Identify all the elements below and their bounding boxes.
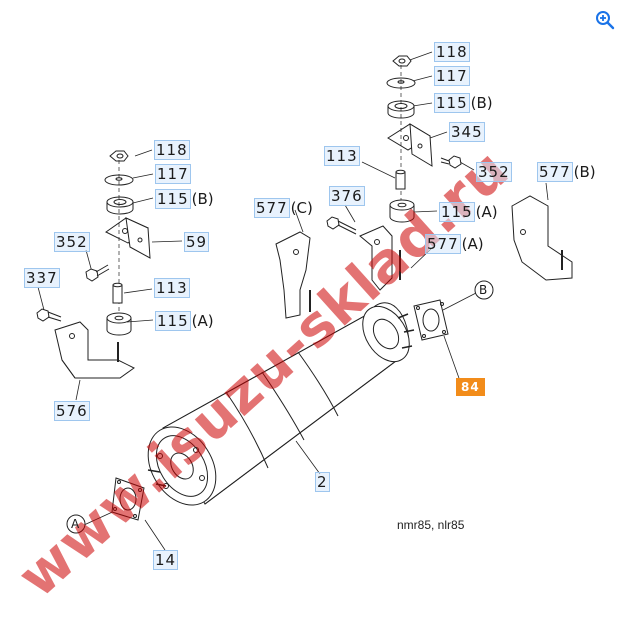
gasket-84 [413, 299, 449, 341]
callout-376[interactable]: 376 [329, 186, 365, 206]
callout-115b-lower[interactable]: 115(B) [155, 189, 214, 209]
bracket-577b [511, 195, 573, 281]
callout-118-lower[interactable]: 118 [154, 140, 190, 160]
callout-576[interactable]: 576 [54, 401, 90, 421]
model-label: nmr85, nlr85 [397, 518, 465, 532]
bracket-577c [275, 231, 311, 319]
callout-115b-upper[interactable]: 115(B) [434, 93, 493, 113]
leader-lines [37, 51, 549, 551]
left-mount-assembly [36, 150, 151, 379]
callout-14[interactable]: 14 [153, 550, 179, 570]
right-mount-assembly [326, 55, 462, 291]
marker-b: B [479, 283, 488, 297]
gasket-14 [111, 477, 145, 521]
callout-113-lower[interactable]: 113 [154, 278, 190, 298]
reference-markers [66, 280, 494, 534]
callout-577c[interactable]: 577(C) [254, 198, 313, 218]
callout-577b[interactable]: 577(B) [537, 162, 596, 182]
callout-337[interactable]: 337 [24, 268, 60, 288]
zoom-in-icon[interactable] [594, 9, 616, 31]
callout-117-upper[interactable]: 117 [434, 66, 470, 86]
callout-118-upper[interactable]: 118 [434, 42, 470, 62]
muffler-body [147, 302, 415, 506]
callout-115a-lower[interactable]: 115(A) [155, 311, 214, 331]
callout-352-lower[interactable]: 352 [54, 232, 90, 252]
marker-a: A [71, 517, 80, 531]
callout-352-upper[interactable]: 352 [476, 162, 512, 182]
callout-577a[interactable]: 577(A) [425, 234, 484, 254]
callout-117-lower[interactable]: 117 [155, 164, 191, 184]
callout-113-upper[interactable]: 113 [324, 146, 360, 166]
callout-59[interactable]: 59 [184, 232, 210, 252]
callout-84-highlighted[interactable]: 84 [456, 377, 486, 396]
callout-2[interactable]: 2 [315, 472, 330, 492]
callout-345[interactable]: 345 [449, 122, 485, 142]
callout-115a-upper[interactable]: 115(A) [439, 202, 498, 222]
